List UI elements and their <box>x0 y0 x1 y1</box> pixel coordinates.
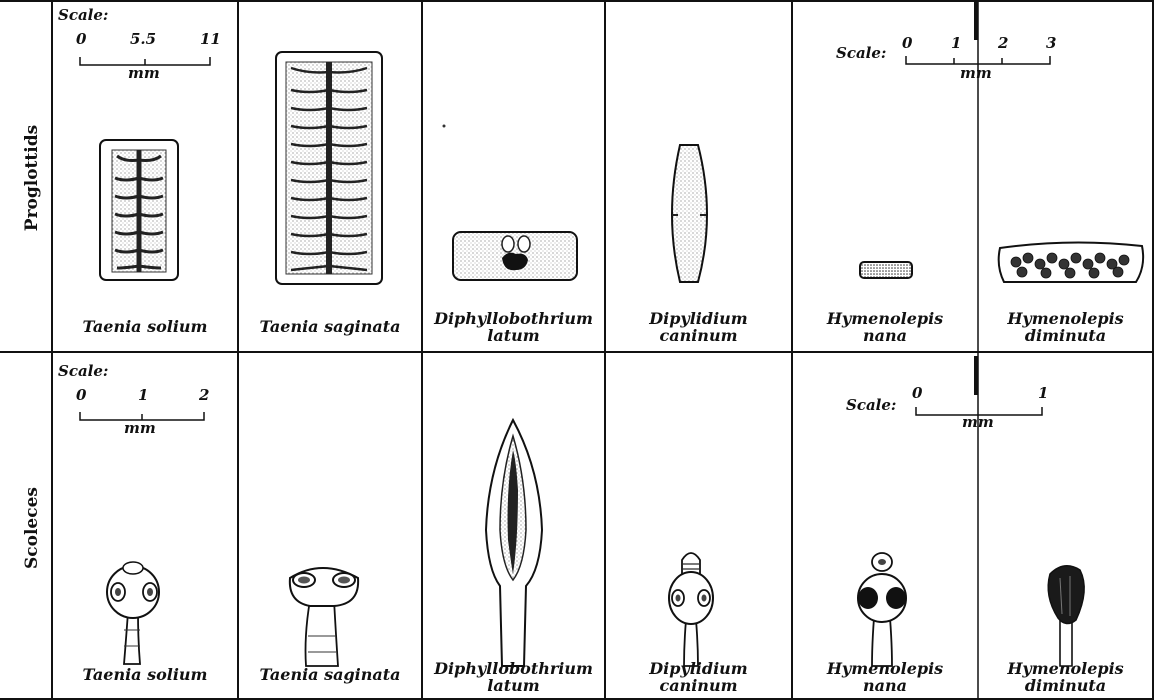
scale-tick-label: 3 <box>1046 34 1056 52</box>
diphyllobothrium-proglottid-drawing <box>443 125 578 281</box>
scale-label-proglottids-left: Scale: <box>58 6 108 24</box>
scale-unit-label: mm <box>124 419 156 437</box>
scale-tick-label: 2 <box>199 386 209 404</box>
diphyllobothrium-scolex-drawing <box>486 420 542 666</box>
scolex-caption-taenia-saginata: Taenia saginata <box>238 666 422 683</box>
scale-label-scoleces-left: Scale: <box>58 362 108 380</box>
proglottid-caption-taenia-saginata: Taenia saginata <box>238 318 422 335</box>
scale-tick-label: 1 <box>951 34 961 52</box>
scolex-caption-taenia-solium: Taenia solium <box>52 666 238 683</box>
scale-tick-label: 0 <box>912 384 922 402</box>
scolex-caption-dipylidium: Dipylidiumcaninum <box>605 660 792 694</box>
row-label-proglottids: Proglottids <box>22 98 42 258</box>
taenia-saginata-scolex-drawing <box>290 568 358 666</box>
scolex-caption-hymenolepis-diminuta: Hymenolepisdiminuta <box>978 660 1153 694</box>
scolex-caption-hymenolepis-nana: Hymenolepisnana <box>792 660 978 694</box>
scale-tick-label: 0 <box>902 34 912 52</box>
scale-tick-label: 0 <box>76 30 86 48</box>
row-label-scoleces: Scoleces <box>22 448 42 608</box>
scale-unit-label: mm <box>128 64 160 82</box>
proglottid-caption-diphyllobothrium: Diphyllobothriumlatum <box>422 310 605 344</box>
hymenolepis-nana-proglottid-drawing <box>860 262 912 278</box>
hymenolepis-diminuta-proglottid-drawing <box>999 242 1143 282</box>
scale-tick-label: 2 <box>998 34 1008 52</box>
dipylidium-proglottid-drawing <box>672 145 707 282</box>
taenia-saginata-proglottid-drawing <box>276 52 382 284</box>
proglottid-caption-dipylidium: Dipylidiumcaninum <box>605 310 792 344</box>
scale-label-proglottids-right: Scale: <box>836 44 886 62</box>
proglottid-caption-hymenolepis-diminuta: Hymenolepisdiminuta <box>978 310 1153 344</box>
proglottid-caption-taenia-solium: Taenia solium <box>52 318 238 335</box>
scale-tick-label: 0 <box>76 386 86 404</box>
scale-tick-label: 1 <box>1038 384 1048 402</box>
scale-tick-label: 1 <box>138 386 148 404</box>
scale-tick-label: 5.5 <box>130 30 156 48</box>
taenia-solium-scolex-drawing <box>107 562 159 664</box>
scale-tick-label: 11 <box>200 30 221 48</box>
scolex-caption-diphyllobothrium: Diphyllobothriumlatum <box>422 660 605 694</box>
dipylidium-scolex-drawing <box>669 553 713 666</box>
scale-unit-label: mm <box>962 413 994 431</box>
proglottid-caption-hymenolepis-nana: Hymenolepisnana <box>792 310 978 344</box>
scale-unit-label: mm <box>960 64 992 82</box>
hymenolepis-diminuta-scolex-drawing <box>1048 566 1084 666</box>
taenia-solium-proglottid-drawing <box>100 140 178 280</box>
hymenolepis-nana-scolex-drawing <box>858 553 906 666</box>
scale-label-scoleces-right: Scale: <box>846 396 896 414</box>
